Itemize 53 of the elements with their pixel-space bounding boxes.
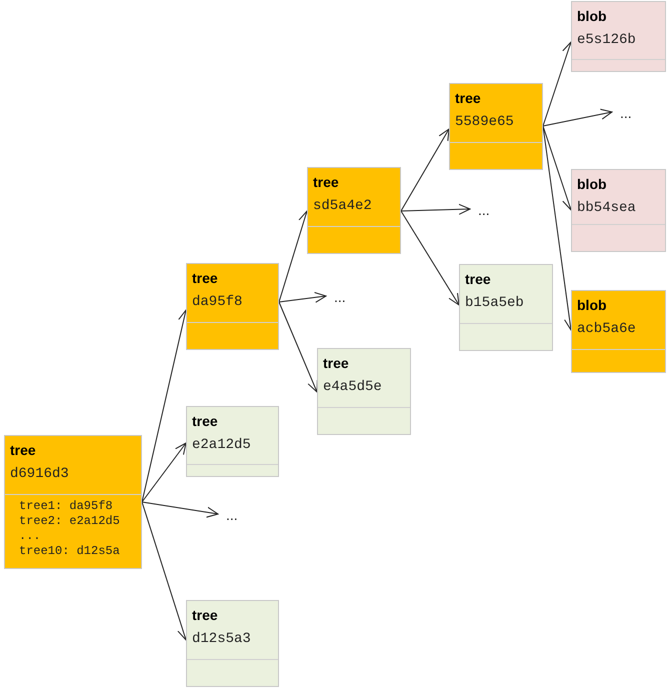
object-box (449, 83, 543, 170)
arrow (542, 126, 573, 210)
object-box (307, 167, 401, 254)
arrow (278, 292, 326, 303)
object-hash: e5s126b (577, 31, 637, 50)
arrow (142, 442, 186, 502)
object-hash: e2a12d5 (192, 436, 252, 455)
object-box (459, 264, 553, 351)
object-type: blob (577, 175, 608, 194)
object-hash: bb54sea (577, 199, 637, 218)
object-type: blob (577, 296, 608, 315)
arrow (278, 210, 310, 302)
object-box (186, 406, 279, 477)
arrow (542, 42, 573, 126)
object-box (186, 600, 279, 687)
object-type: tree (10, 441, 37, 460)
entry-line: tree2: e2a12d5 (19, 514, 121, 529)
ellipsis-text: ... (620, 106, 632, 120)
object-box (571, 1, 666, 72)
object-type: tree (192, 606, 219, 625)
object-type: tree (313, 173, 340, 192)
entry-line: tree1: da95f8 (19, 499, 114, 514)
arrow (142, 502, 188, 640)
object-hash: d12s5a3 (192, 630, 252, 649)
object-hash: b15a5eb (465, 294, 525, 313)
entry-line: tree10: d12s5a (19, 544, 121, 559)
object-type: tree (192, 412, 219, 431)
object-box (4, 435, 142, 569)
object-type: blob (577, 7, 608, 26)
arrow (278, 302, 318, 392)
ellipsis-text: ... (478, 203, 490, 217)
object-box (571, 290, 666, 373)
arrow (400, 204, 470, 215)
arrow (542, 108, 612, 126)
object-hash: sd5a4e2 (313, 197, 373, 216)
object-type: tree (323, 354, 350, 373)
entry-line: ... (19, 529, 42, 544)
arrow (400, 210, 460, 306)
object-hash: da95f8 (192, 293, 244, 312)
arrow (142, 502, 218, 518)
object-box (571, 169, 666, 252)
object-hash: 5589e65 (455, 113, 515, 132)
object-box (317, 348, 411, 435)
object-type: tree (465, 270, 492, 289)
ellipsis-text: ... (226, 508, 238, 522)
object-hash: acb5a6e (577, 320, 637, 339)
object-hash: d6916d3 (10, 465, 70, 484)
object-type: tree (455, 89, 482, 108)
ellipsis-text: ... (334, 290, 346, 304)
object-type: tree (192, 269, 219, 288)
arrow (400, 128, 450, 212)
object-hash: e4a5d5e (323, 378, 383, 397)
object-box (186, 263, 279, 350)
